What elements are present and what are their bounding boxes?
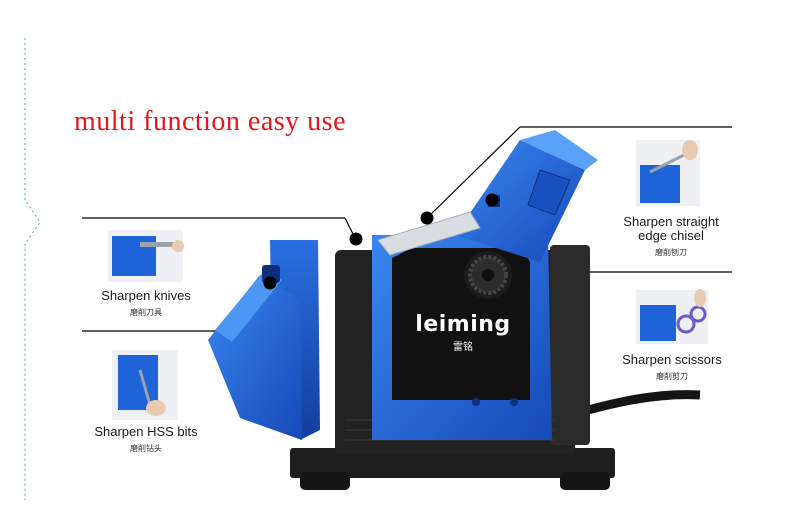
- feature-label-hss-bits: Sharpen HSS bits 磨削钻头: [92, 425, 200, 456]
- callout-lines: [82, 126, 732, 332]
- feature-en-line2: edge chisel: [638, 228, 704, 243]
- feature-label-chisel: Sharpen straight edge chisel 磨削刨刀: [618, 215, 724, 260]
- brand-logo: leiming 雷铭: [398, 312, 528, 353]
- feature-cn: 磨削刀具: [130, 308, 162, 317]
- feature-cn: 磨削钻头: [130, 444, 162, 453]
- chisel-blade: [377, 211, 481, 256]
- headline: multi function easy use: [74, 106, 347, 137]
- machine-base: [290, 448, 615, 490]
- front-panel: [372, 235, 552, 440]
- thumb-scissors: [636, 289, 708, 344]
- feature-cn: 磨削刨刀: [655, 248, 687, 257]
- feature-en: Sharpen straight: [623, 214, 719, 229]
- feature-en: Sharpen scissors: [622, 352, 722, 367]
- decorative-border: [24, 38, 41, 500]
- feature-label-scissors: Sharpen scissors 磨削剪刀: [618, 353, 726, 384]
- feature-cn: 磨削剪刀: [656, 372, 688, 381]
- thumb-hss-bits: [112, 350, 178, 420]
- feature-en: Sharpen HSS bits: [94, 424, 198, 439]
- thumb-chisel: [636, 140, 700, 206]
- knife-attachment: [208, 240, 320, 440]
- brand-name: leiming: [415, 312, 511, 337]
- callout-dots: [263, 193, 499, 290]
- feature-label-knives: Sharpen knives 磨削刀具: [96, 289, 196, 320]
- brand-cn: 雷铭: [453, 342, 473, 353]
- thumb-knives: [108, 230, 184, 282]
- feature-en: Sharpen knives: [101, 288, 191, 303]
